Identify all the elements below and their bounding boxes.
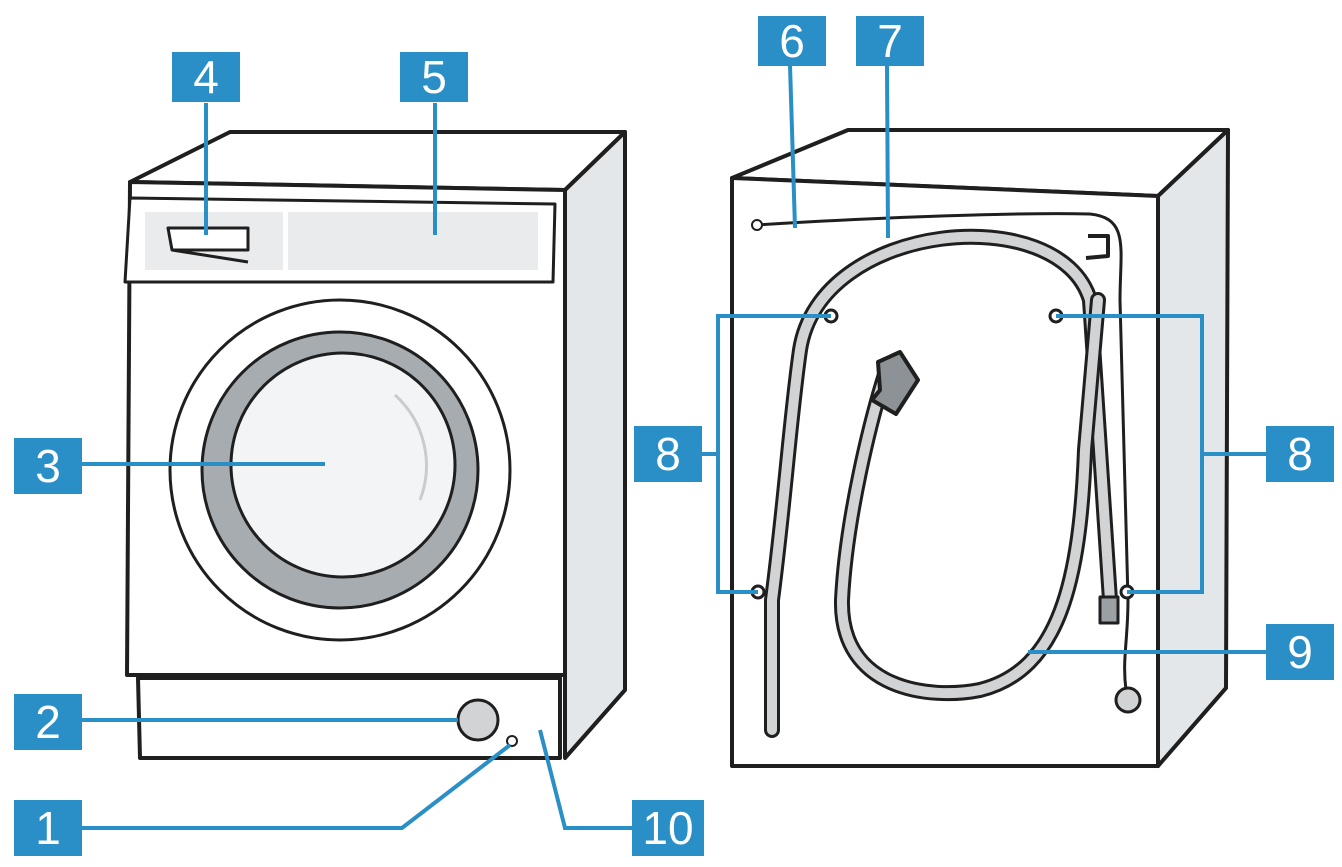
- power-cord-anchor: [751, 219, 763, 231]
- callout-6-label: 6: [779, 15, 805, 67]
- callout-1: 1: [14, 800, 82, 856]
- leader-10: [538, 729, 632, 830]
- callout-8-right: 8: [1266, 426, 1334, 482]
- callout-8-left-label: 8: [655, 428, 681, 480]
- supply-hose-fill: [836, 295, 1103, 699]
- callout-5: 5: [400, 51, 468, 103]
- callout-9: 9: [1266, 624, 1334, 680]
- callout-3-box: [14, 438, 82, 494]
- callout-8-right-box: [1266, 426, 1334, 482]
- callout-10-box: [632, 800, 704, 856]
- callout-4-label: 4: [193, 51, 219, 103]
- back-view: [730, 128, 1230, 768]
- back-side-panel: [1156, 128, 1230, 768]
- callout-1-label: 1: [35, 802, 61, 854]
- callout-7-label: 7: [877, 15, 903, 67]
- callout-8-right-label: 8: [1287, 428, 1313, 480]
- callout-6-box: [758, 16, 826, 66]
- drain-hose-outlet: [1085, 234, 1110, 260]
- power-plug: [1114, 686, 1142, 714]
- front-side-panel: [563, 130, 627, 760]
- callout-5-box: [400, 52, 468, 102]
- front-view: [123, 130, 627, 760]
- leader-8-right: [1056, 314, 1268, 594]
- door-glass-highlight: [393, 393, 428, 501]
- drawer-handle-shadow: [171, 248, 249, 264]
- callout-5-label: 5: [421, 51, 447, 103]
- callout-group: 1 2 3 4 5 6 7 8 8 9 10: [14, 15, 1334, 856]
- callout-9-box: [1266, 624, 1334, 680]
- supply-hose-fitting: [870, 350, 920, 416]
- power-cord: [756, 212, 1130, 691]
- pump-filter-flap[interactable]: [456, 698, 500, 742]
- callout-9-label: 9: [1287, 626, 1313, 678]
- callout-2-label: 2: [35, 696, 61, 748]
- callout-7: 7: [856, 15, 924, 67]
- callout-4-box: [172, 52, 240, 102]
- callout-3-label: 3: [35, 440, 61, 492]
- callout-10: 10: [632, 800, 704, 856]
- callout-1-box: [14, 800, 82, 856]
- callout-6: 6: [758, 15, 826, 67]
- leader-7: [885, 64, 890, 239]
- leader-6: [788, 64, 797, 229]
- callout-4: 4: [172, 51, 240, 103]
- control-panel[interactable]: [288, 212, 538, 270]
- leader-1: [82, 743, 512, 830]
- callout-8-left-box: [634, 426, 702, 482]
- callout-3: 3: [14, 438, 82, 494]
- drain-hose-connector: [1098, 595, 1120, 625]
- leader-8-left: [700, 314, 831, 594]
- drain-hose-release[interactable]: [506, 735, 518, 747]
- drawer-handle[interactable]: [166, 226, 250, 252]
- leader-lines: [80, 64, 1268, 830]
- callout-2: 2: [14, 694, 82, 750]
- callout-7-box: [856, 16, 924, 66]
- callout-8-left: 8: [634, 426, 702, 482]
- callout-10-label: 10: [642, 802, 693, 854]
- callout-2-box: [14, 694, 82, 750]
